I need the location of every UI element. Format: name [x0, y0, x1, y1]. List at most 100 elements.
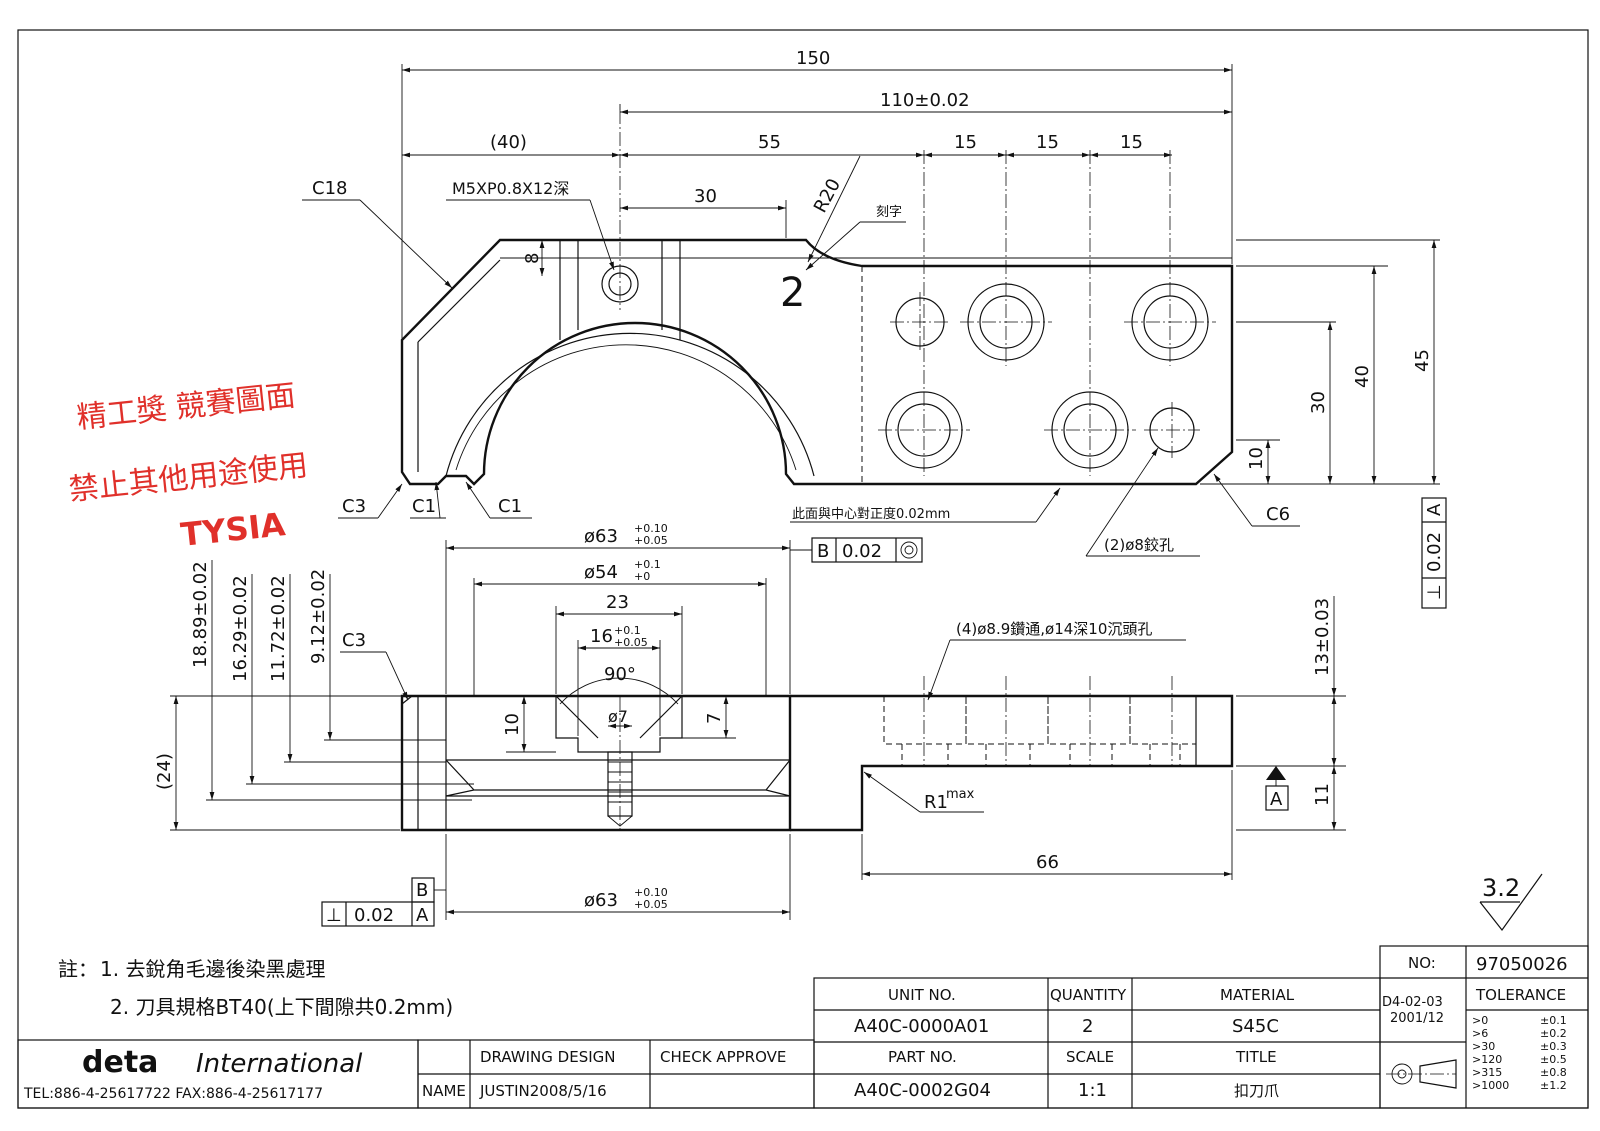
datum-b-label: B [416, 880, 428, 901]
part-no-label: PART NO. [888, 1048, 957, 1066]
dim-10-front: 10 [502, 713, 523, 736]
tap-hole [607, 751, 633, 817]
svg-text:+0.10: +0.10 [634, 522, 668, 535]
datum-a-triangle [1266, 766, 1286, 780]
top-dimensions: 150 110±0.02 (40) 55 15 15 15 30 R20 8 3… [302, 48, 1440, 557]
front-dimensions: ø63 +0.10 +0.05 ø54 +0.1 +0 23 16 +0.1 +… [154, 522, 1346, 920]
dim-55: 55 [758, 132, 781, 153]
svg-text:B: B [817, 541, 829, 562]
counterbore-hidden [883, 696, 1196, 766]
dim-7: 7 [704, 713, 725, 724]
label-c3-top: C3 [342, 496, 366, 517]
svg-text:±0.1: ±0.1 [1540, 1014, 1567, 1027]
drawing-design-label: DRAWING DESIGN [480, 1048, 616, 1066]
dim-110: 110±0.02 [880, 90, 970, 111]
front-view-outline [400, 694, 792, 832]
check-approve-label: CHECK APPROVE [660, 1048, 786, 1066]
dim-23: 23 [606, 592, 629, 613]
gdt-concentric: B 0.02 [790, 537, 923, 563]
watermark: 精工獎 競賽圖面 禁止其他用途使用 TYSIA [67, 378, 309, 554]
label-c1-a: C1 [412, 496, 436, 517]
front-view [400, 676, 1234, 832]
dim-40: (40) [490, 132, 527, 153]
gdt-perp-right: A 0.02 ⊥ [1421, 497, 1447, 609]
svg-text:max: max [946, 787, 975, 802]
svg-text:⊥: ⊥ [326, 905, 342, 926]
quantity-value: 2 [1082, 1016, 1093, 1037]
svg-text:>6: >6 [1472, 1027, 1488, 1040]
note-1: 1. 去銳角毛邊後染黑處理 [100, 957, 325, 981]
svg-text:A: A [1424, 503, 1445, 516]
watermark-line-3: TYSIA [179, 505, 287, 554]
svg-text:>0: >0 [1472, 1014, 1488, 1027]
dim-11-72: 11.72±0.02 [268, 575, 289, 682]
svg-text:±0.2: ±0.2 [1540, 1027, 1567, 1040]
svg-text:>1000: >1000 [1472, 1079, 1509, 1092]
svg-text:>120: >120 [1472, 1053, 1502, 1066]
dim-9-12: 9.12±0.02 [308, 569, 329, 664]
label-center-note: 此面與中心對正度0.02mm [792, 506, 950, 522]
c18-chamfer-inner [417, 259, 501, 343]
svg-text:+0.05: +0.05 [634, 898, 668, 911]
svg-text:⊥: ⊥ [1424, 584, 1445, 600]
right-block [790, 694, 1234, 832]
dim-16-29: 16.29±0.02 [230, 575, 251, 682]
svg-text:+0.05: +0.05 [614, 636, 648, 649]
label-counterbore: (4)ø8.9鑽通,ø14深10沉頭孔 [956, 620, 1152, 638]
dim-10-right: 10 [1246, 447, 1267, 470]
inner-arch [445, 332, 815, 477]
drawing-design-value: JUSTIN2008/5/16 [479, 1082, 607, 1100]
title-value: 扣刀爪 [1234, 1082, 1279, 1100]
unit-no-label: UNIT NO. [888, 986, 956, 1004]
material-value: S45C [1232, 1016, 1279, 1037]
svg-text:±0.3: ±0.3 [1540, 1040, 1567, 1053]
dim-phi63-bottom: ø63 [584, 890, 618, 911]
svg-text:0.02: 0.02 [1424, 532, 1445, 572]
dim-15-c: 15 [1120, 132, 1143, 153]
dim-90deg: 90° [604, 664, 636, 685]
top-view-outline [400, 238, 1234, 486]
title-block: deta International TEL:886-4-25617722 FA… [17, 945, 1589, 1109]
dim-45: 45 [1412, 349, 1433, 372]
rev-code: D4-02-03 [1382, 995, 1443, 1010]
tolerance-label: TOLERANCE [1475, 986, 1566, 1004]
hole-3-counterbore [1124, 150, 1216, 366]
dim-66: 66 [1036, 852, 1059, 873]
label-pin-hole: (2)ø8鉸孔 [1104, 536, 1174, 554]
label-c6: C6 [1266, 504, 1290, 525]
label-c1-b: C1 [498, 496, 522, 517]
part-no-value: A40C-0002G04 [854, 1080, 991, 1101]
notes: 註： 1. 去銳角毛邊後染黑處理 2. 刀具規格BT40(上下間隙共0.2mm) [58, 957, 453, 1019]
projection-symbol-icon [1386, 1059, 1457, 1089]
svg-text:>315: >315 [1472, 1066, 1502, 1079]
svg-text:>30: >30 [1472, 1040, 1495, 1053]
notes-prefix: 註： [58, 957, 98, 981]
drawing-border [17, 29, 1589, 1109]
label-r1: R1 [924, 792, 948, 813]
surface-finish-symbol: 3.2 [1479, 873, 1543, 932]
dim-30-right: 30 [1308, 391, 1329, 414]
label-engrave: 刻字 [876, 205, 902, 220]
dim-15-a: 15 [954, 132, 977, 153]
dim-16: 16 [590, 626, 613, 647]
material-label: MATERIAL [1220, 986, 1295, 1004]
svg-text:±1.2: ±1.2 [1540, 1079, 1567, 1092]
dim-11: 11 [1312, 783, 1333, 806]
gdt-perp-left: B ⊥ 0.02 A [321, 877, 446, 927]
hole-6-pin [1144, 402, 1200, 458]
dim-phi54: ø54 [584, 562, 618, 583]
svg-text:+0: +0 [634, 570, 650, 583]
dim-150: 150 [796, 48, 830, 69]
engrave-mark: 2 [780, 270, 805, 316]
rev-date: 2001/12 [1390, 1011, 1444, 1026]
company-name-bold: deta [82, 1045, 158, 1080]
dim-8: 8 [522, 253, 543, 264]
scale-value: 1:1 [1078, 1080, 1107, 1101]
svg-text:A: A [416, 905, 429, 926]
dim-r20: R20 [810, 175, 845, 216]
name-label: NAME [422, 1082, 466, 1100]
label-thread: M5XP0.8X12深 [452, 179, 569, 198]
top-view [400, 110, 1234, 486]
hole-1 [890, 292, 950, 352]
